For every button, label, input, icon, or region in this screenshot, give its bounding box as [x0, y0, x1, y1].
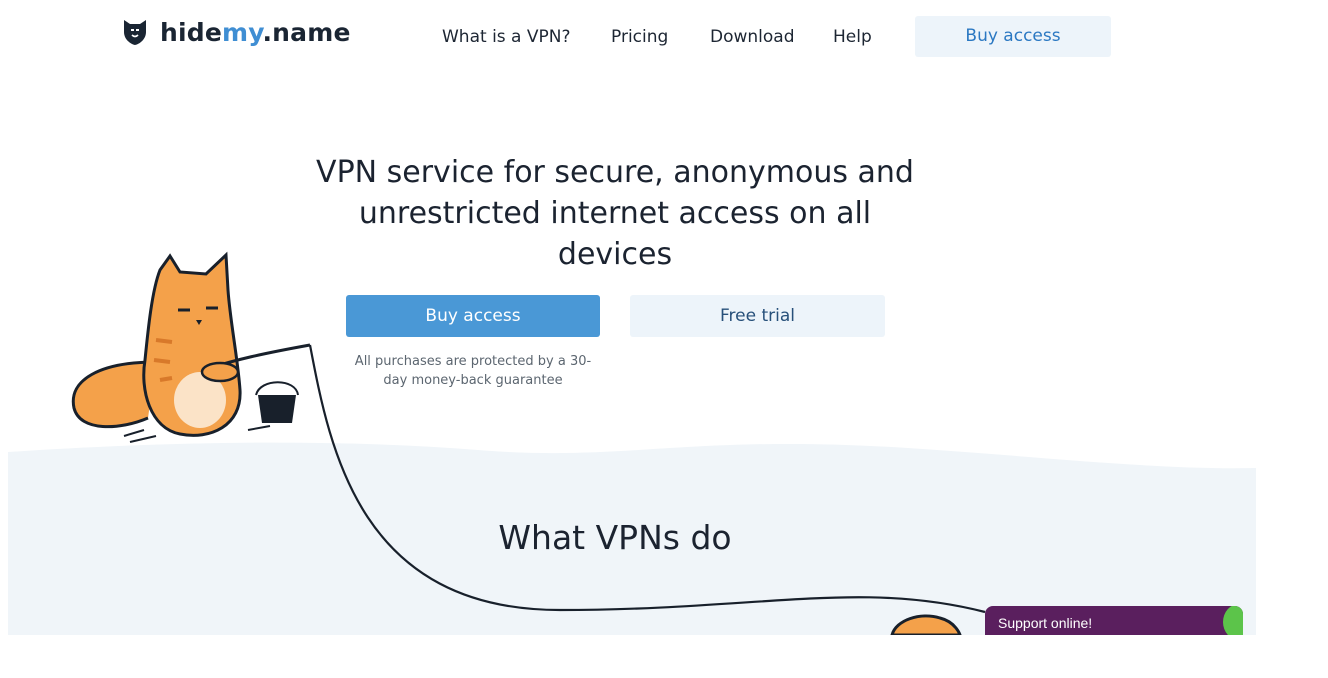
- buy-access-button[interactable]: Buy access: [346, 295, 600, 337]
- support-label: Support online!: [998, 615, 1093, 631]
- logo-text-accent: my: [222, 17, 263, 47]
- hero-headline: VPN service for secure, anonymous and un…: [316, 155, 914, 272]
- logo[interactable]: hidemy.name: [120, 14, 351, 50]
- free-trial-button[interactable]: Free trial: [630, 295, 885, 337]
- nav-what-is-vpn[interactable]: What is a VPN?: [442, 27, 571, 47]
- online-status-indicator: [1223, 606, 1243, 635]
- nav-help[interactable]: Help: [833, 27, 872, 47]
- support-chat-widget[interactable]: Support online!: [985, 606, 1243, 635]
- logo-text-main: hide: [160, 17, 223, 47]
- guarantee-note: All purchases are protected by a 30-day …: [354, 354, 592, 388]
- nav-download[interactable]: Download: [710, 27, 795, 47]
- logo-wordmark: hidemy.name: [160, 18, 351, 47]
- header-buy-access-button[interactable]: Buy access: [915, 16, 1111, 57]
- hero-wave-background: [8, 442, 1256, 635]
- logo-text-tail: .name: [262, 17, 351, 47]
- fishing-cat-illustration: [71, 251, 986, 635]
- shield-cat-icon: [124, 20, 146, 45]
- section-title: What VPNs do: [498, 518, 732, 557]
- nav-pricing[interactable]: Pricing: [611, 27, 669, 47]
